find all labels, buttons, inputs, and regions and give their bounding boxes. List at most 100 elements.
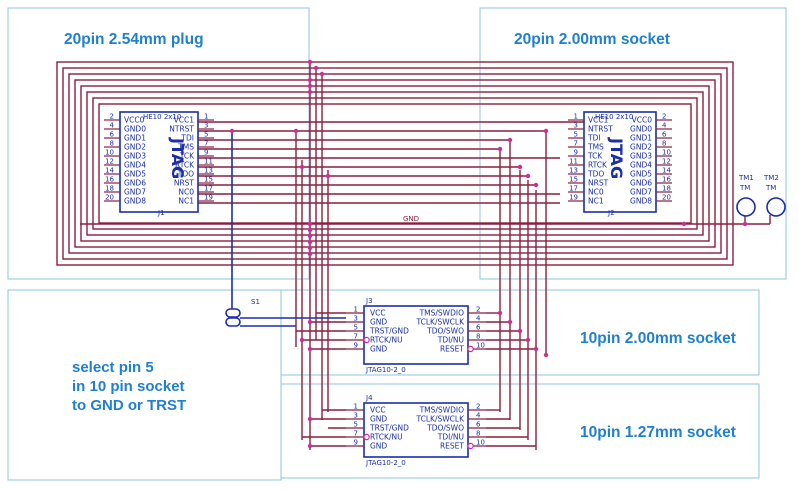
j4-pin-2-name: TMS/SWDIO xyxy=(419,406,465,415)
j2-pin-18-number: 18 xyxy=(662,185,671,193)
region-socket20 xyxy=(479,7,787,280)
j2-pin-5-name: TDI xyxy=(587,134,601,143)
j4-pin-9-number: 9 xyxy=(354,439,358,447)
j1-pin-14-name: GND5 xyxy=(124,170,146,179)
j1-pin-1-number: 1 xyxy=(204,113,208,121)
j3-pin-9-name: GND xyxy=(370,345,387,354)
j3-pin-4-name: TCLK/SWCLK xyxy=(415,318,465,327)
j4-pin-10-name: RESET xyxy=(440,442,464,451)
j3-pin-1-name: VCC xyxy=(370,309,386,318)
j2-pin-9-name: TCK xyxy=(587,152,603,161)
j1-pin-18-name: GND7 xyxy=(124,188,146,197)
j4-pin-4-name: TCLK/SWCLK xyxy=(415,415,465,424)
j2-pin-1-number: 1 xyxy=(574,113,578,121)
j4-pin-7-number: 7 xyxy=(354,430,358,438)
j2-pin-13-number: 13 xyxy=(569,167,578,175)
j3-pin-10-inverted-bubble xyxy=(467,345,474,353)
j2-pin-3-number: 3 xyxy=(574,122,578,130)
j3-pin-8-number: 8 xyxy=(476,333,480,341)
j2-pin-10-number: 10 xyxy=(662,149,671,157)
j3-pin-10-name: RESET xyxy=(440,345,464,354)
j1-pin-17-number: 17 xyxy=(204,185,213,193)
j2-pin-1-name: VCC1 xyxy=(588,116,609,125)
j1-pin-3-name: NTRST xyxy=(169,125,194,134)
note-line3: to GND or TRST xyxy=(72,397,186,414)
j1-pin-12-name: GND4 xyxy=(124,161,146,170)
j2-type: HE10 2x10 xyxy=(595,113,633,121)
j2-pin-9-number: 9 xyxy=(574,149,578,157)
j3-pin-6-name: TDO/SWO xyxy=(426,327,464,336)
j3-pin-9-number: 9 xyxy=(354,342,358,350)
j4-pin-10-inverted-bubble xyxy=(467,442,474,450)
j2-pin-4-number: 4 xyxy=(662,122,667,130)
selector-s1: S1 xyxy=(225,298,260,327)
j3-wires xyxy=(296,312,536,350)
j4-pin-8-name: TDI/NU xyxy=(437,433,464,442)
j1-signal-wires xyxy=(198,121,584,204)
j4-pin-5-number: 5 xyxy=(354,421,358,429)
j4-pin-9-name: GND xyxy=(370,442,387,451)
j2-pin-4-name: GND0 xyxy=(630,125,652,134)
j1-pin-9-number: 9 xyxy=(204,149,208,157)
j4-ref: J4 xyxy=(365,394,373,402)
j1-pin-6-number: 6 xyxy=(110,131,115,139)
j2-pin-12-name: GND4 xyxy=(630,161,652,170)
j3-pin-2-name: TMS/SWDIO xyxy=(419,309,465,318)
j2-pin-16-name: GND6 xyxy=(630,179,652,188)
j2-pin-17-name: NC0 xyxy=(588,188,604,197)
s1-ref: S1 xyxy=(251,298,260,306)
j1-pin-6-name: GND1 xyxy=(124,134,146,143)
j1-pin-13-number: 13 xyxy=(204,167,213,175)
j2-pin-5-number: 5 xyxy=(574,131,578,139)
j1-ref: J1 xyxy=(157,209,165,217)
j1-pin-10-name: GND3 xyxy=(124,152,146,161)
j2-pin-20-number: 20 xyxy=(662,194,671,202)
j4-pin-4-number: 4 xyxy=(476,412,481,420)
j2-pin-17-number: 17 xyxy=(569,185,578,193)
region-plug20 xyxy=(7,7,310,280)
j1-pin-5-number: 5 xyxy=(204,131,208,139)
tm2-type: TM xyxy=(765,184,776,192)
j1-pin-1-name: VCC1 xyxy=(174,116,195,125)
j4-type: JTAG10-2_0 xyxy=(365,459,406,467)
j2-pin-3-name: NTRST xyxy=(588,125,613,134)
j4-pin-1-number: 1 xyxy=(354,403,358,411)
tm1-type: TM xyxy=(739,184,750,192)
j3-pin-2-number: 2 xyxy=(476,306,480,314)
j3-ref: J3 xyxy=(365,297,373,305)
j3-type: JTAG10-2_0 xyxy=(365,366,406,374)
j2-pin-11-number: 11 xyxy=(569,158,578,166)
j1-pin-20-name: GND8 xyxy=(124,197,146,206)
j4-pin-3-name: GND xyxy=(370,415,387,424)
j1-pin-15-name: NRST xyxy=(174,179,195,188)
j4-pin-6-name: TDO/SWO xyxy=(426,424,464,433)
j2-pin-10-name: GND3 xyxy=(630,152,652,161)
j1-pin-16-name: GND6 xyxy=(124,179,146,188)
j1-jtag-label: JTAG xyxy=(168,137,187,179)
j1-pin-14-number: 14 xyxy=(105,167,114,175)
j2-pin-6-number: 6 xyxy=(662,131,667,139)
j2-pin-20-name: GND8 xyxy=(630,197,652,206)
j4-pin-1-name: VCC xyxy=(370,406,386,415)
j1-type: HE10 2x10 xyxy=(143,113,181,121)
gnd-net-label: GND xyxy=(403,215,419,223)
j4-pin-7-inverted-bubble xyxy=(363,433,370,441)
j4-pin-3-number: 3 xyxy=(354,412,358,420)
note-line2: in 10 pin socket xyxy=(72,378,185,395)
j3-pin-5-number: 5 xyxy=(354,324,358,332)
vertical-buses xyxy=(295,62,547,450)
j4-pin-10-number: 10 xyxy=(476,439,485,447)
j1-pin-15-number: 15 xyxy=(204,176,213,184)
j3-pin-7-inverted-bubble xyxy=(363,336,370,344)
j3-pin-3-name: GND xyxy=(370,318,387,327)
title-socket10a: 10pin 2.00mm socket xyxy=(580,330,736,347)
j1-pin-2-number: 2 xyxy=(110,113,114,121)
j3-pin-8-name: TDI/NU xyxy=(437,336,464,345)
j1-pin-8-number: 8 xyxy=(110,140,114,148)
j1-pin-3-number: 3 xyxy=(204,122,208,130)
